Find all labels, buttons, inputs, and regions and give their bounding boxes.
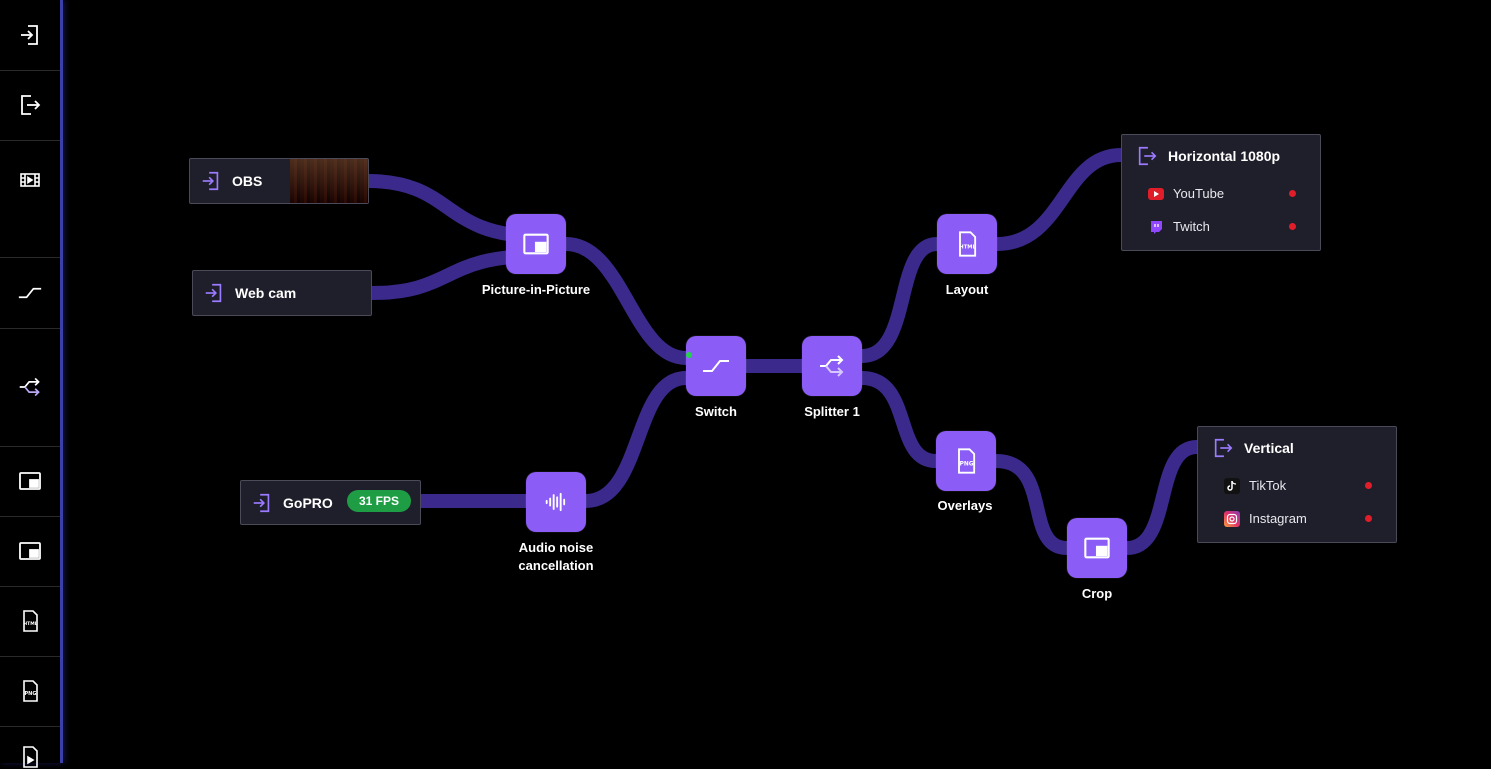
node-splitter[interactable]: [802, 336, 862, 396]
node-overlays-label: Overlays: [937, 498, 993, 513]
live-status-dot: [1365, 515, 1372, 522]
destination-twitch[interactable]: Twitch: [1122, 210, 1320, 243]
input-webcam[interactable]: Web cam: [192, 270, 372, 316]
output-vertical[interactable]: Vertical TikTok Instagram: [1197, 426, 1397, 543]
sidebar-item-crop[interactable]: [0, 516, 60, 587]
output-icon: [1214, 438, 1233, 458]
film-icon: [20, 173, 40, 187]
picture-in-picture-icon: [523, 233, 549, 255]
html-file-icon: HTML: [23, 610, 38, 632]
wire-splitter-overlays: [855, 371, 943, 468]
input-obs[interactable]: OBS: [189, 158, 369, 204]
destination-tiktok[interactable]: TikTok: [1198, 469, 1396, 502]
youtube-icon: [1148, 187, 1164, 200]
splitter-icon: [820, 355, 844, 377]
destination-label: Twitch: [1173, 219, 1210, 234]
destination-instagram[interactable]: Instagram: [1198, 502, 1396, 535]
input-obs-label: OBS: [232, 173, 263, 189]
pipeline-canvas[interactable]: OBS Web cam GoPRO 31 FPS Picture-in-Pict…: [63, 0, 1491, 763]
png-file-icon: PNG: [23, 680, 38, 702]
input-icon: [205, 283, 222, 303]
splitter-icon: [19, 377, 40, 397]
node-layout[interactable]: HTML: [937, 214, 997, 274]
output-title: Horizontal 1080p: [1168, 148, 1281, 164]
crop-icon: [19, 542, 41, 560]
crop-icon: [1084, 537, 1110, 559]
video-file-icon: [23, 746, 38, 768]
wire-obs-pip: [361, 174, 543, 243]
live-status-dot: [1365, 482, 1372, 489]
audio-waveform-icon: [545, 492, 566, 512]
instagram-icon: [1224, 510, 1240, 527]
wire-crop-vertical: [1120, 440, 1204, 555]
sidebar-item-switch[interactable]: [0, 258, 60, 329]
output-horizontal-1080p[interactable]: Horizontal 1080p YouTube Twitch: [1121, 134, 1321, 251]
input-icon: [21, 25, 38, 45]
node-audio-label: Audio noise cancellation: [518, 540, 594, 573]
node-overlays[interactable]: PNG: [936, 431, 996, 491]
output-header: Horizontal 1080p: [1122, 135, 1320, 177]
fps-badge: 31 FPS: [346, 490, 411, 512]
live-status-dot: [1289, 190, 1296, 197]
output-title: Vertical: [1244, 440, 1294, 456]
connector-port[interactable]: [686, 352, 692, 358]
node-crop[interactable]: [1067, 518, 1127, 578]
input-gopro[interactable]: GoPRO 31 FPS: [240, 480, 421, 525]
wire-audio-switch: [579, 371, 693, 508]
picture-in-picture-icon: [19, 472, 41, 490]
sidebar-item-video[interactable]: [0, 726, 60, 768]
input-icon: [202, 171, 219, 191]
output-icon: [1138, 146, 1157, 166]
output-icon: [21, 95, 41, 115]
twitch-icon: [1148, 219, 1164, 235]
wire-overlays-crop: [989, 454, 1074, 555]
sidebar: HTML PNG: [0, 0, 63, 768]
sidebar-item-media[interactable]: [0, 140, 60, 258]
input-webcam-label: Web cam: [235, 285, 297, 301]
node-audio-noise-cancellation[interactable]: [526, 472, 586, 532]
switch-icon: [18, 287, 42, 299]
sidebar-item-picture-in-picture[interactable]: [0, 446, 60, 517]
wire-splitter-layout: [855, 237, 944, 363]
node-switch[interactable]: [686, 336, 746, 396]
html-file-icon: HTML: [959, 231, 977, 257]
sidebar-item-png[interactable]: PNG: [0, 656, 60, 727]
node-switch-label: Switch: [695, 404, 737, 419]
node-crop-label: Crop: [1081, 586, 1113, 601]
connection-wires: [361, 148, 1204, 555]
obs-preview-thumbnail: [290, 159, 368, 203]
destination-label: YouTube: [1173, 186, 1225, 201]
sidebar-item-input[interactable]: [0, 0, 60, 71]
destination-label: Instagram: [1249, 511, 1307, 526]
png-file-icon: PNG: [958, 448, 976, 474]
tiktok-icon: [1224, 477, 1240, 494]
sidebar-item-html[interactable]: HTML: [0, 586, 60, 657]
wire-layout-horizontal: [990, 148, 1128, 251]
svg-text:PNG: PNG: [960, 462, 974, 468]
destination-youtube[interactable]: YouTube: [1122, 177, 1320, 210]
output-header: Vertical: [1198, 427, 1396, 469]
sidebar-item-output[interactable]: [0, 70, 60, 141]
node-picture-in-picture[interactable]: [506, 214, 566, 274]
svg-text:HTML: HTML: [23, 621, 37, 627]
switch-icon: [703, 360, 729, 372]
svg-text:PNG: PNG: [25, 691, 37, 697]
node-picture-in-picture-label: Picture-in-Picture: [481, 282, 591, 297]
wire-pip-switch: [559, 237, 693, 365]
node-splitter-label: Splitter 1: [804, 404, 860, 419]
input-icon: [253, 493, 270, 512]
svg-text:HTML: HTML: [959, 245, 976, 251]
live-status-dot: [1289, 223, 1296, 230]
node-layout-label: Layout: [945, 282, 989, 297]
destination-label: TikTok: [1249, 478, 1287, 493]
sidebar-item-splitter[interactable]: [0, 328, 60, 447]
input-gopro-label: GoPRO: [283, 494, 333, 511]
